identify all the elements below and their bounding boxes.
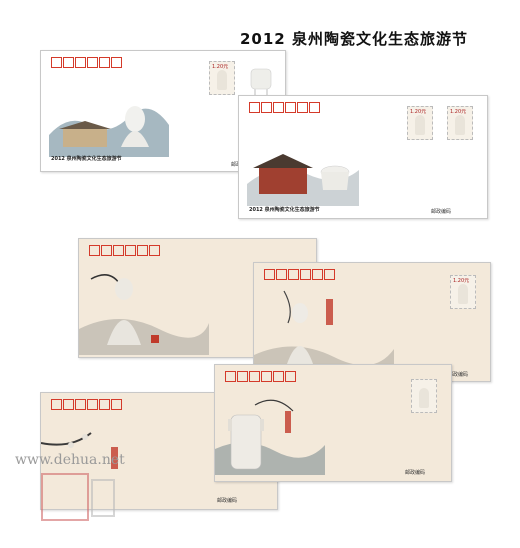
stamp: 1.20元 [450,275,476,309]
plum-blossom-ink-illustration [41,432,118,469]
ceramic-vase-illustration [250,68,272,97]
postcode-label: 邮政编码 [448,372,469,378]
dehua-logo-icon [41,473,115,521]
postcode-boxes [249,102,320,113]
envelope-caption: 2012 泉州陶瓷文化生态旅游节 [51,156,122,162]
watermark-text: www.dehua.net [15,452,125,468]
page-title: 2012 泉州陶瓷文化生态旅游节 [240,30,468,48]
envelope-6: 邮政编码 [214,364,452,482]
bodhisattva-ink-illustration [79,274,209,355]
temple-and-statue-illustration [49,106,169,157]
envelope-2: 1.20元 1.20元 2012 泉州陶瓷文化生态旅游节 邮政编码 [238,95,488,219]
postcode-boxes [225,371,296,382]
postcode-boxes [51,57,122,68]
stamp: 1.20元 [447,106,473,140]
stamp [411,379,437,413]
postcode-boxes [89,245,160,256]
vase-and-orchid-illustration [215,399,325,475]
envelope-caption: 2012 泉州陶瓷文化生态旅游节 [249,207,320,213]
postcode-label: 邮政编码 [405,470,426,476]
postcode-boxes [51,399,122,410]
stamp: 1.20元 [209,61,235,95]
postcode-label: 邮政编码 [431,209,452,215]
stamp: 1.20元 [407,106,433,140]
postcode-boxes [264,269,335,280]
temple-and-vessel-illustration [247,154,359,206]
envelope-4: 1.20元 邮政编码 [253,262,491,382]
postcode-label: 邮政编码 [217,498,238,504]
